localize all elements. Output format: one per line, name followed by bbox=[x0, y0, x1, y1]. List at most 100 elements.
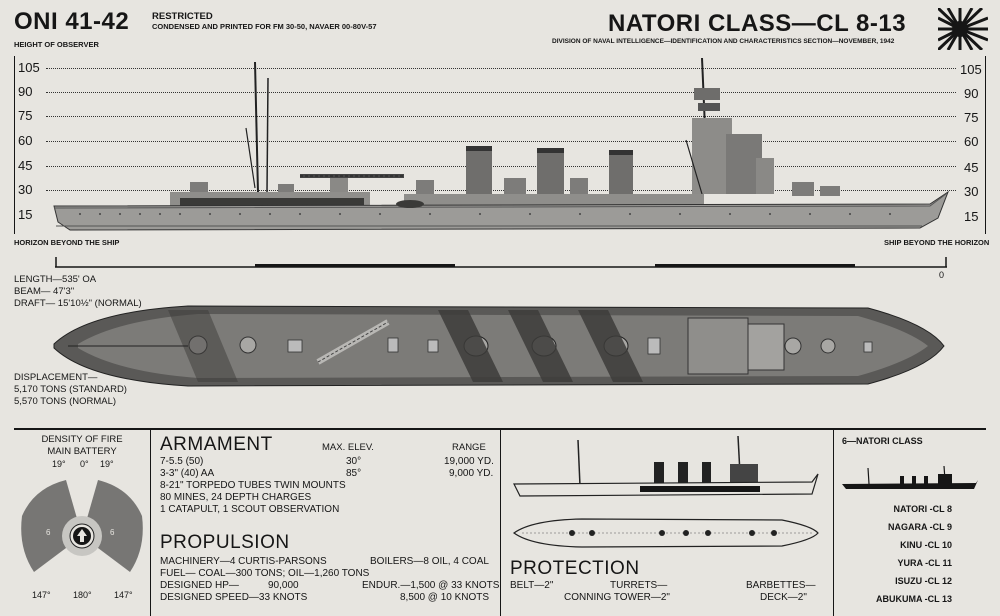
horizon-beyond-ship-label: HORIZON BEYOND THE SHIP bbox=[14, 238, 120, 247]
displacement-normal: 5,570 TONS (NORMAL) bbox=[14, 396, 117, 407]
armament-title: ARMAMENT bbox=[160, 434, 273, 455]
density-sector-right-count: 6 bbox=[110, 528, 115, 537]
density-bottom-left: 147° bbox=[32, 590, 51, 600]
displacement-label: DISPLACEMENT— bbox=[14, 372, 98, 383]
divider-protection-class bbox=[833, 430, 834, 616]
density-sector-left-count: 6 bbox=[46, 528, 51, 537]
armament-line: 1 CATAPULT, 1 SCOUT OBSERVATION bbox=[160, 504, 340, 515]
divider-armament-protection bbox=[500, 430, 501, 616]
class-ship-hull: -CL 10 bbox=[924, 540, 952, 550]
height-line-45 bbox=[46, 166, 956, 167]
bottom-panel-top-rule bbox=[14, 428, 986, 430]
density-angle-left: 19° bbox=[52, 459, 66, 469]
armament-line: 80 MINES, 24 DEPTH CHARGES bbox=[160, 492, 312, 503]
designed-hp-label: DESIGNED HP— bbox=[160, 580, 239, 591]
height-label-30-left: 30 bbox=[18, 182, 33, 197]
height-line-75 bbox=[46, 116, 956, 117]
height-line-60 bbox=[46, 141, 956, 142]
armament-row-weapon: 7-5.5 (50) bbox=[160, 456, 204, 467]
class-ship-entry: ABUKUMA -CL 13 bbox=[876, 594, 952, 604]
deck-label: DECK—2" bbox=[760, 592, 807, 603]
class-ship-hull: -CL 12 bbox=[924, 576, 952, 586]
fuel-label: FUEL— COAL—300 TONS; OIL—1,260 TONS bbox=[160, 568, 370, 579]
height-line-90 bbox=[46, 92, 956, 93]
height-label-90-left: 90 bbox=[18, 84, 33, 99]
rising-sun-flag-icon bbox=[936, 6, 989, 55]
armament-row-range: 19,000 YD. bbox=[444, 456, 494, 467]
propulsion-title: PROPULSION bbox=[160, 532, 290, 553]
class-ship-entry: ISUZU -CL 12 bbox=[895, 576, 952, 586]
density-angle-center: 0° bbox=[80, 459, 89, 469]
armament-row-elev: 30° bbox=[346, 456, 362, 467]
class-ship-name: ABUKUMA bbox=[875, 594, 923, 604]
density-title-1: DENSITY OF FIRE bbox=[41, 434, 123, 445]
class-list-title: 6—NATORI CLASS bbox=[842, 436, 923, 446]
class-silhouette-drawing bbox=[840, 464, 980, 497]
max-elev-header: MAX. ELEV. bbox=[322, 442, 374, 453]
height-label-75-right: 75 bbox=[964, 110, 979, 125]
ship-profile-drawing bbox=[50, 57, 960, 243]
class-ship-hull: -CL 9 bbox=[929, 522, 952, 532]
protection-profile-drawing bbox=[512, 434, 822, 505]
displacement-standard: 5,170 TONS (STANDARD) bbox=[14, 384, 127, 395]
height-label-30-right: 30 bbox=[964, 184, 979, 199]
division-line: DIVISION OF NAVAL INTELLIGENCE—IDENTIFIC… bbox=[552, 38, 895, 45]
profile-right-border bbox=[985, 56, 986, 234]
range-scale-bar bbox=[55, 256, 947, 268]
ship-plan-drawing bbox=[48, 302, 948, 397]
turrets-label: TURRETS— bbox=[610, 580, 668, 591]
class-ship-name: ISUZU bbox=[895, 576, 923, 586]
range-header: RANGE bbox=[452, 442, 486, 453]
class-ship-entry: NATORI -CL 8 bbox=[893, 504, 952, 514]
class-ship-hull: -CL 8 bbox=[929, 504, 952, 514]
class-ship-hull: -CL 13 bbox=[924, 594, 952, 604]
armament-row-elev: 85° bbox=[346, 468, 362, 479]
class-ship-name: NAGARA bbox=[887, 522, 928, 532]
class-ship-name: KINU bbox=[900, 540, 923, 550]
height-label-15-left: 15 bbox=[18, 207, 33, 222]
density-bottom-right: 147° bbox=[114, 590, 133, 600]
restricted-label: RESTRICTED bbox=[152, 11, 213, 22]
height-label-75-left: 75 bbox=[18, 108, 33, 123]
height-label-90-right: 90 bbox=[964, 86, 979, 101]
protection-plan-drawing bbox=[512, 516, 822, 555]
protection-title: PROTECTION bbox=[510, 558, 640, 579]
density-angle-right: 19° bbox=[100, 459, 114, 469]
density-of-fire-diagram bbox=[18, 472, 146, 595]
height-line-30 bbox=[46, 190, 956, 191]
ship-beyond-horizon-label: SHIP BEYOND THE HORIZON bbox=[884, 238, 990, 247]
class-ship-entry: NAGARA -CL 9 bbox=[888, 522, 952, 532]
class-ship-entry: KINU -CL 10 bbox=[900, 540, 952, 550]
profile-left-border bbox=[14, 56, 15, 234]
boilers-label: BOILERS—8 OIL, 4 COAL bbox=[370, 556, 489, 567]
height-of-observer-label: HEIGHT OF OBSERVER bbox=[14, 40, 99, 49]
height-label-60-left: 60 bbox=[18, 133, 33, 148]
height-line-105 bbox=[46, 68, 956, 69]
height-label-105-left: 105 bbox=[18, 60, 40, 75]
endurance-high-speed: ENDUR.—1,500 @ 33 KNOTS bbox=[362, 580, 500, 591]
class-ship-name: NATORI bbox=[893, 504, 928, 514]
endurance-low-speed: 8,500 @ 10 KNOTS bbox=[400, 592, 490, 603]
height-label-45-right: 45 bbox=[964, 160, 979, 175]
armament-row-range: 9,000 YD. bbox=[449, 468, 494, 479]
document-id: ONI 41-42 bbox=[14, 8, 130, 35]
class-ship-name: YURA bbox=[897, 558, 923, 568]
density-title-2: MAIN BATTERY bbox=[47, 446, 117, 457]
divider-density-armament bbox=[150, 430, 151, 616]
length-label: LENGTH—535' OA bbox=[14, 274, 97, 285]
barbettes-label: BARBETTES— bbox=[746, 580, 816, 591]
range-scale-zero: 0 bbox=[939, 270, 945, 280]
designed-hp-value: 90,000 bbox=[268, 580, 299, 591]
class-ship-hull: -CL 11 bbox=[925, 558, 952, 568]
class-title: NATORI CLASS—CL 8-13 bbox=[608, 10, 907, 37]
class-ship-entry: YURA -CL 11 bbox=[897, 558, 952, 568]
belt-label: BELT—2" bbox=[510, 580, 554, 591]
beam-label: BEAM— 47'3" bbox=[14, 286, 75, 297]
armament-line: 8-21" TORPEDO TUBES TWIN MOUNTS bbox=[160, 480, 346, 491]
draft-label: DRAFT— 15'10½" (NORMAL) bbox=[14, 298, 142, 309]
armament-row-weapon: 3-3" (40) AA bbox=[160, 468, 215, 479]
condensed-note: CONDENSED AND PRINTED FOR FM 30-50, NAVA… bbox=[152, 22, 377, 31]
height-label-45-left: 45 bbox=[18, 158, 33, 173]
conning-tower-label: CONNING TOWER—2" bbox=[564, 592, 670, 603]
designed-speed-label: DESIGNED SPEED—33 KNOTS bbox=[160, 592, 308, 603]
